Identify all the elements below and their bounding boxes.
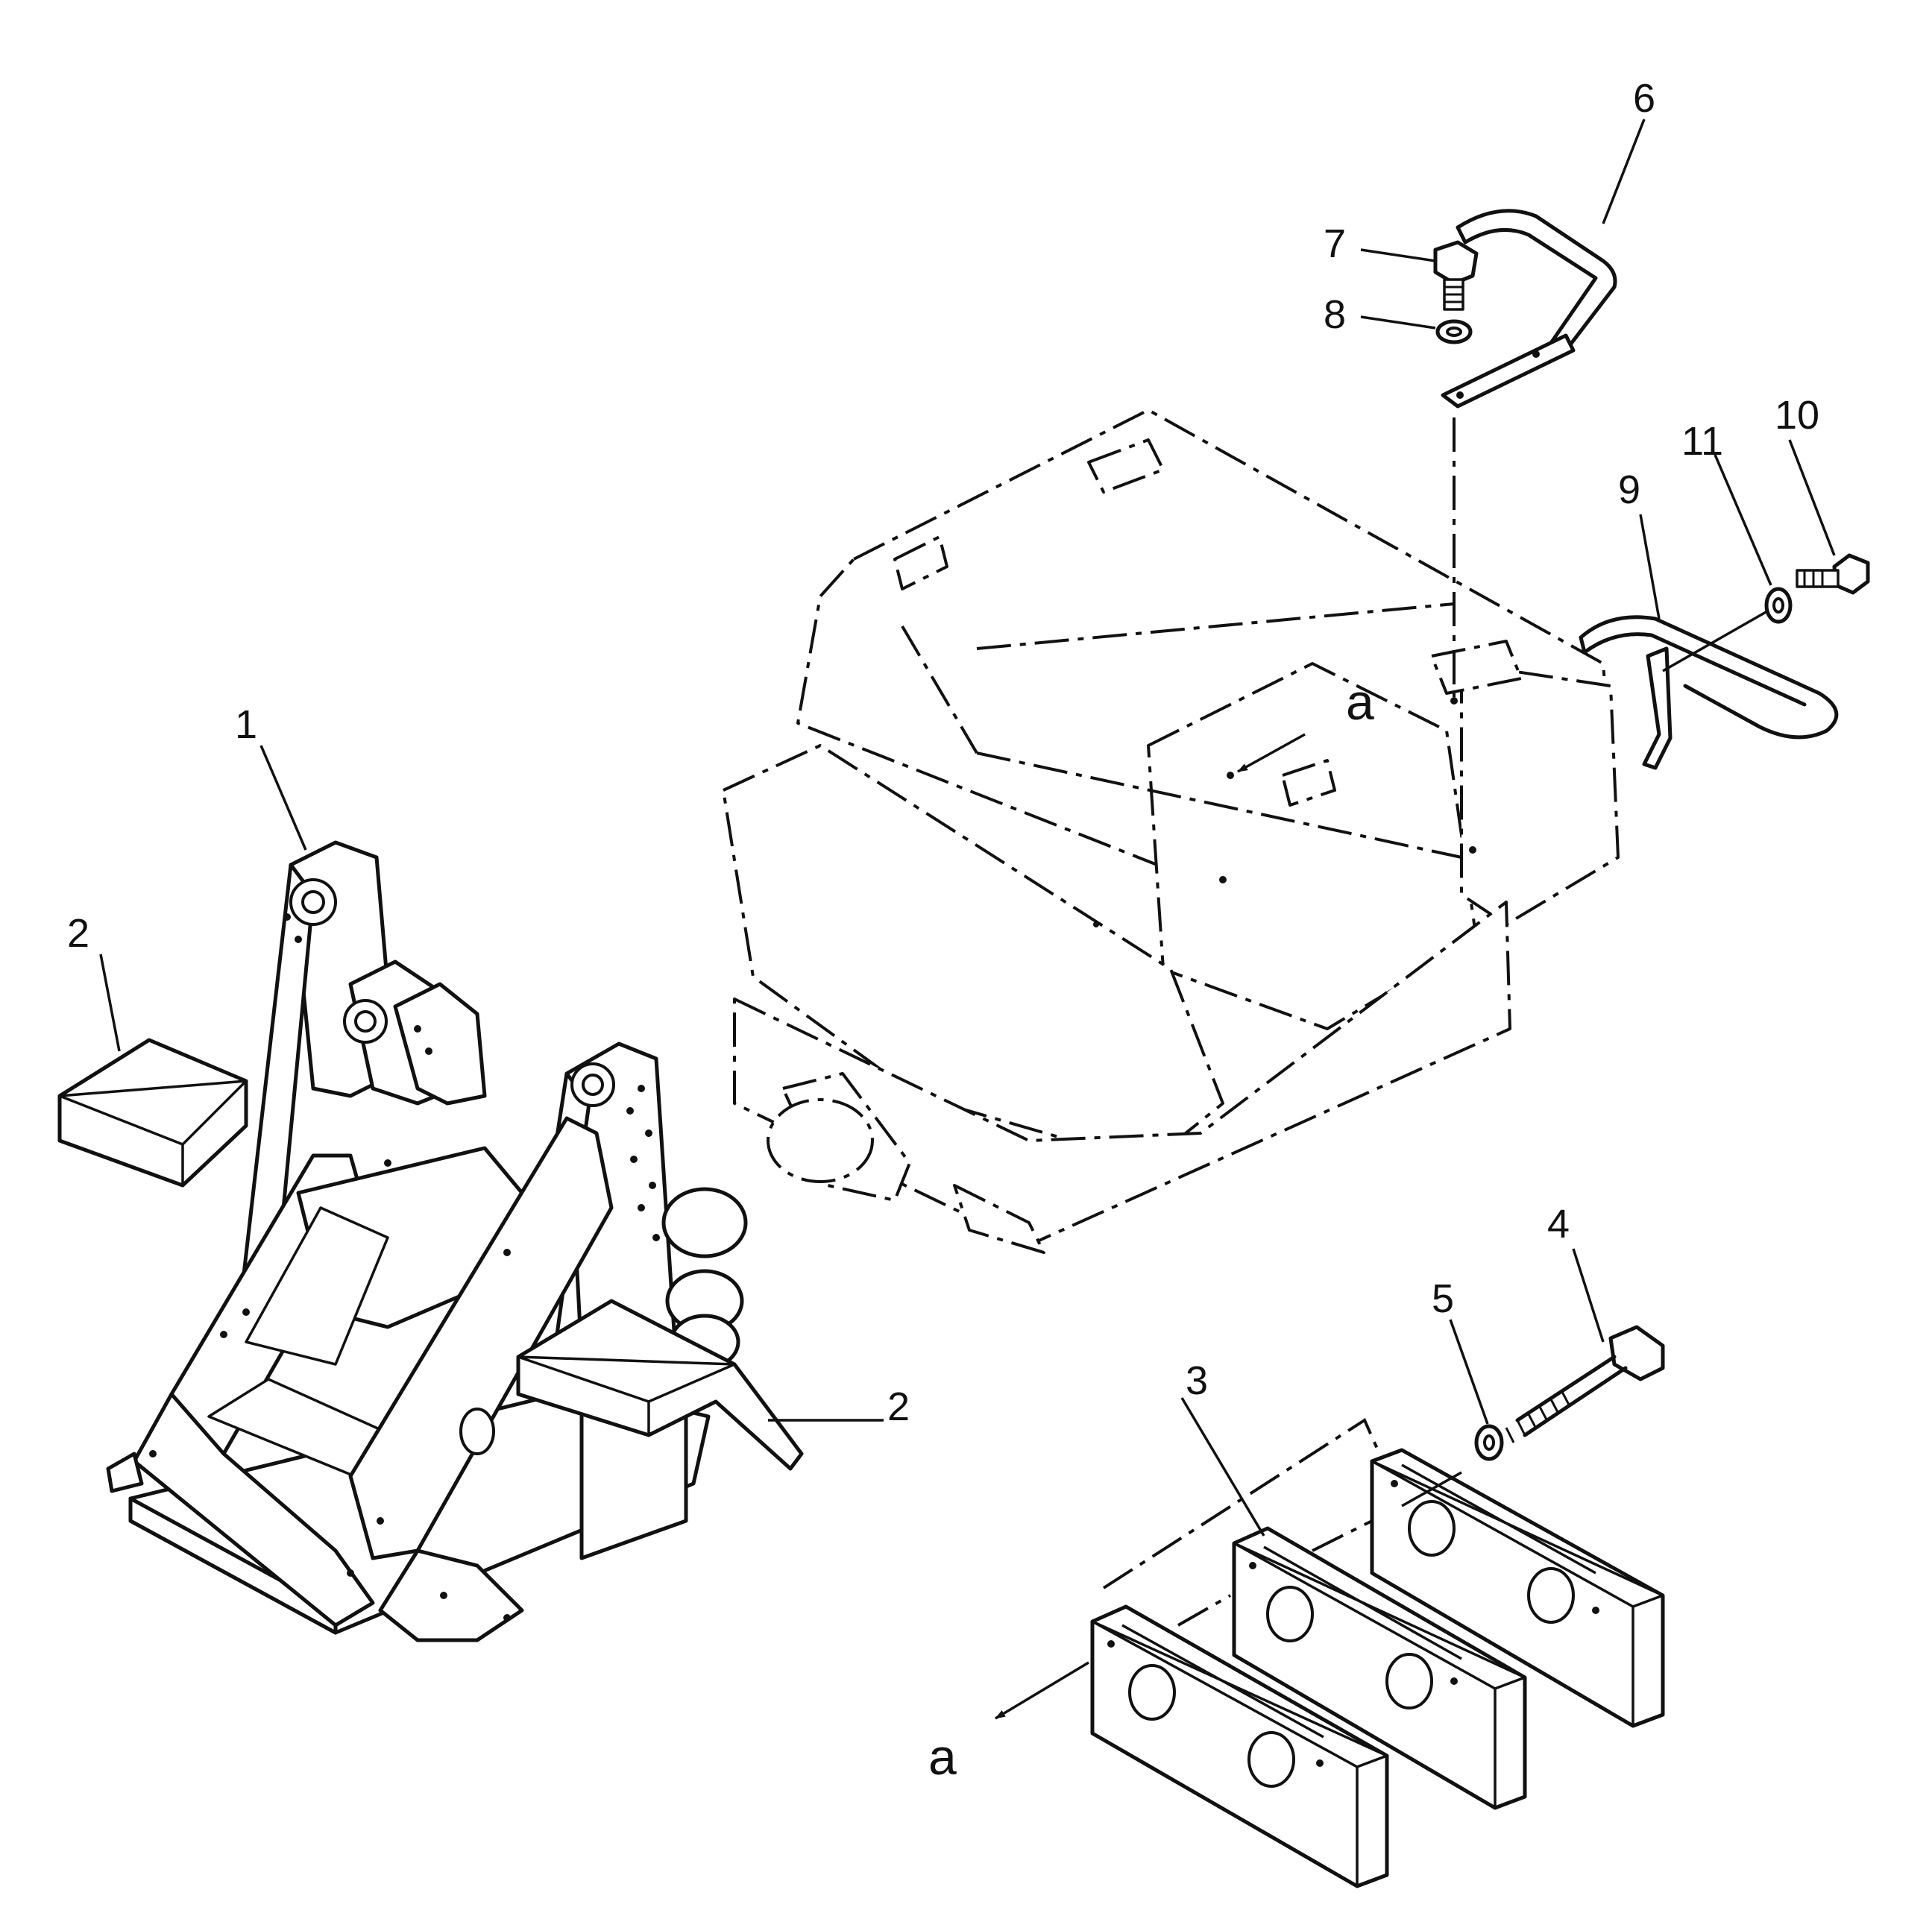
bolt-4 [1505, 1325, 1665, 1443]
callout-7: 7 [1324, 221, 1346, 266]
handrail-upper [1441, 209, 1617, 697]
callout-9: 9 [1618, 467, 1640, 512]
view-arrow-a-bottom [995, 1661, 1089, 1720]
callout-2-rear: 2 [67, 911, 89, 956]
view-arrow-a-top [1237, 733, 1306, 773]
callout-5: 5 [1432, 1276, 1454, 1321]
callout-8: 8 [1324, 292, 1346, 337]
washer-11 [1662, 587, 1793, 672]
washer-5 [1401, 1424, 1504, 1507]
frame-assembly [106, 840, 748, 1642]
washer-8 [1435, 319, 1473, 344]
upper-structure-phantom [722, 409, 1620, 1254]
handrail-side [1579, 615, 1839, 770]
bolt-10 [1796, 553, 1870, 595]
cushion-plates [1090, 1418, 1665, 1888]
view-label-a-bottom: a [928, 1729, 957, 1786]
rubber-pad-rear [57, 1038, 248, 1188]
leader-lines [99, 119, 1836, 1537]
callout-10: 10 [1775, 393, 1819, 438]
bolt-7 [1433, 240, 1479, 311]
callout-4: 4 [1547, 1202, 1570, 1247]
view-label-a-top: a [1346, 674, 1374, 731]
callout-1: 1 [235, 702, 257, 747]
callout-11: 11 [1681, 419, 1723, 464]
callout-3: 3 [1186, 1358, 1208, 1403]
rubber-pad-front [516, 1299, 804, 1471]
callout-2-front: 2 [887, 1384, 910, 1429]
callout-6: 6 [1633, 76, 1655, 121]
